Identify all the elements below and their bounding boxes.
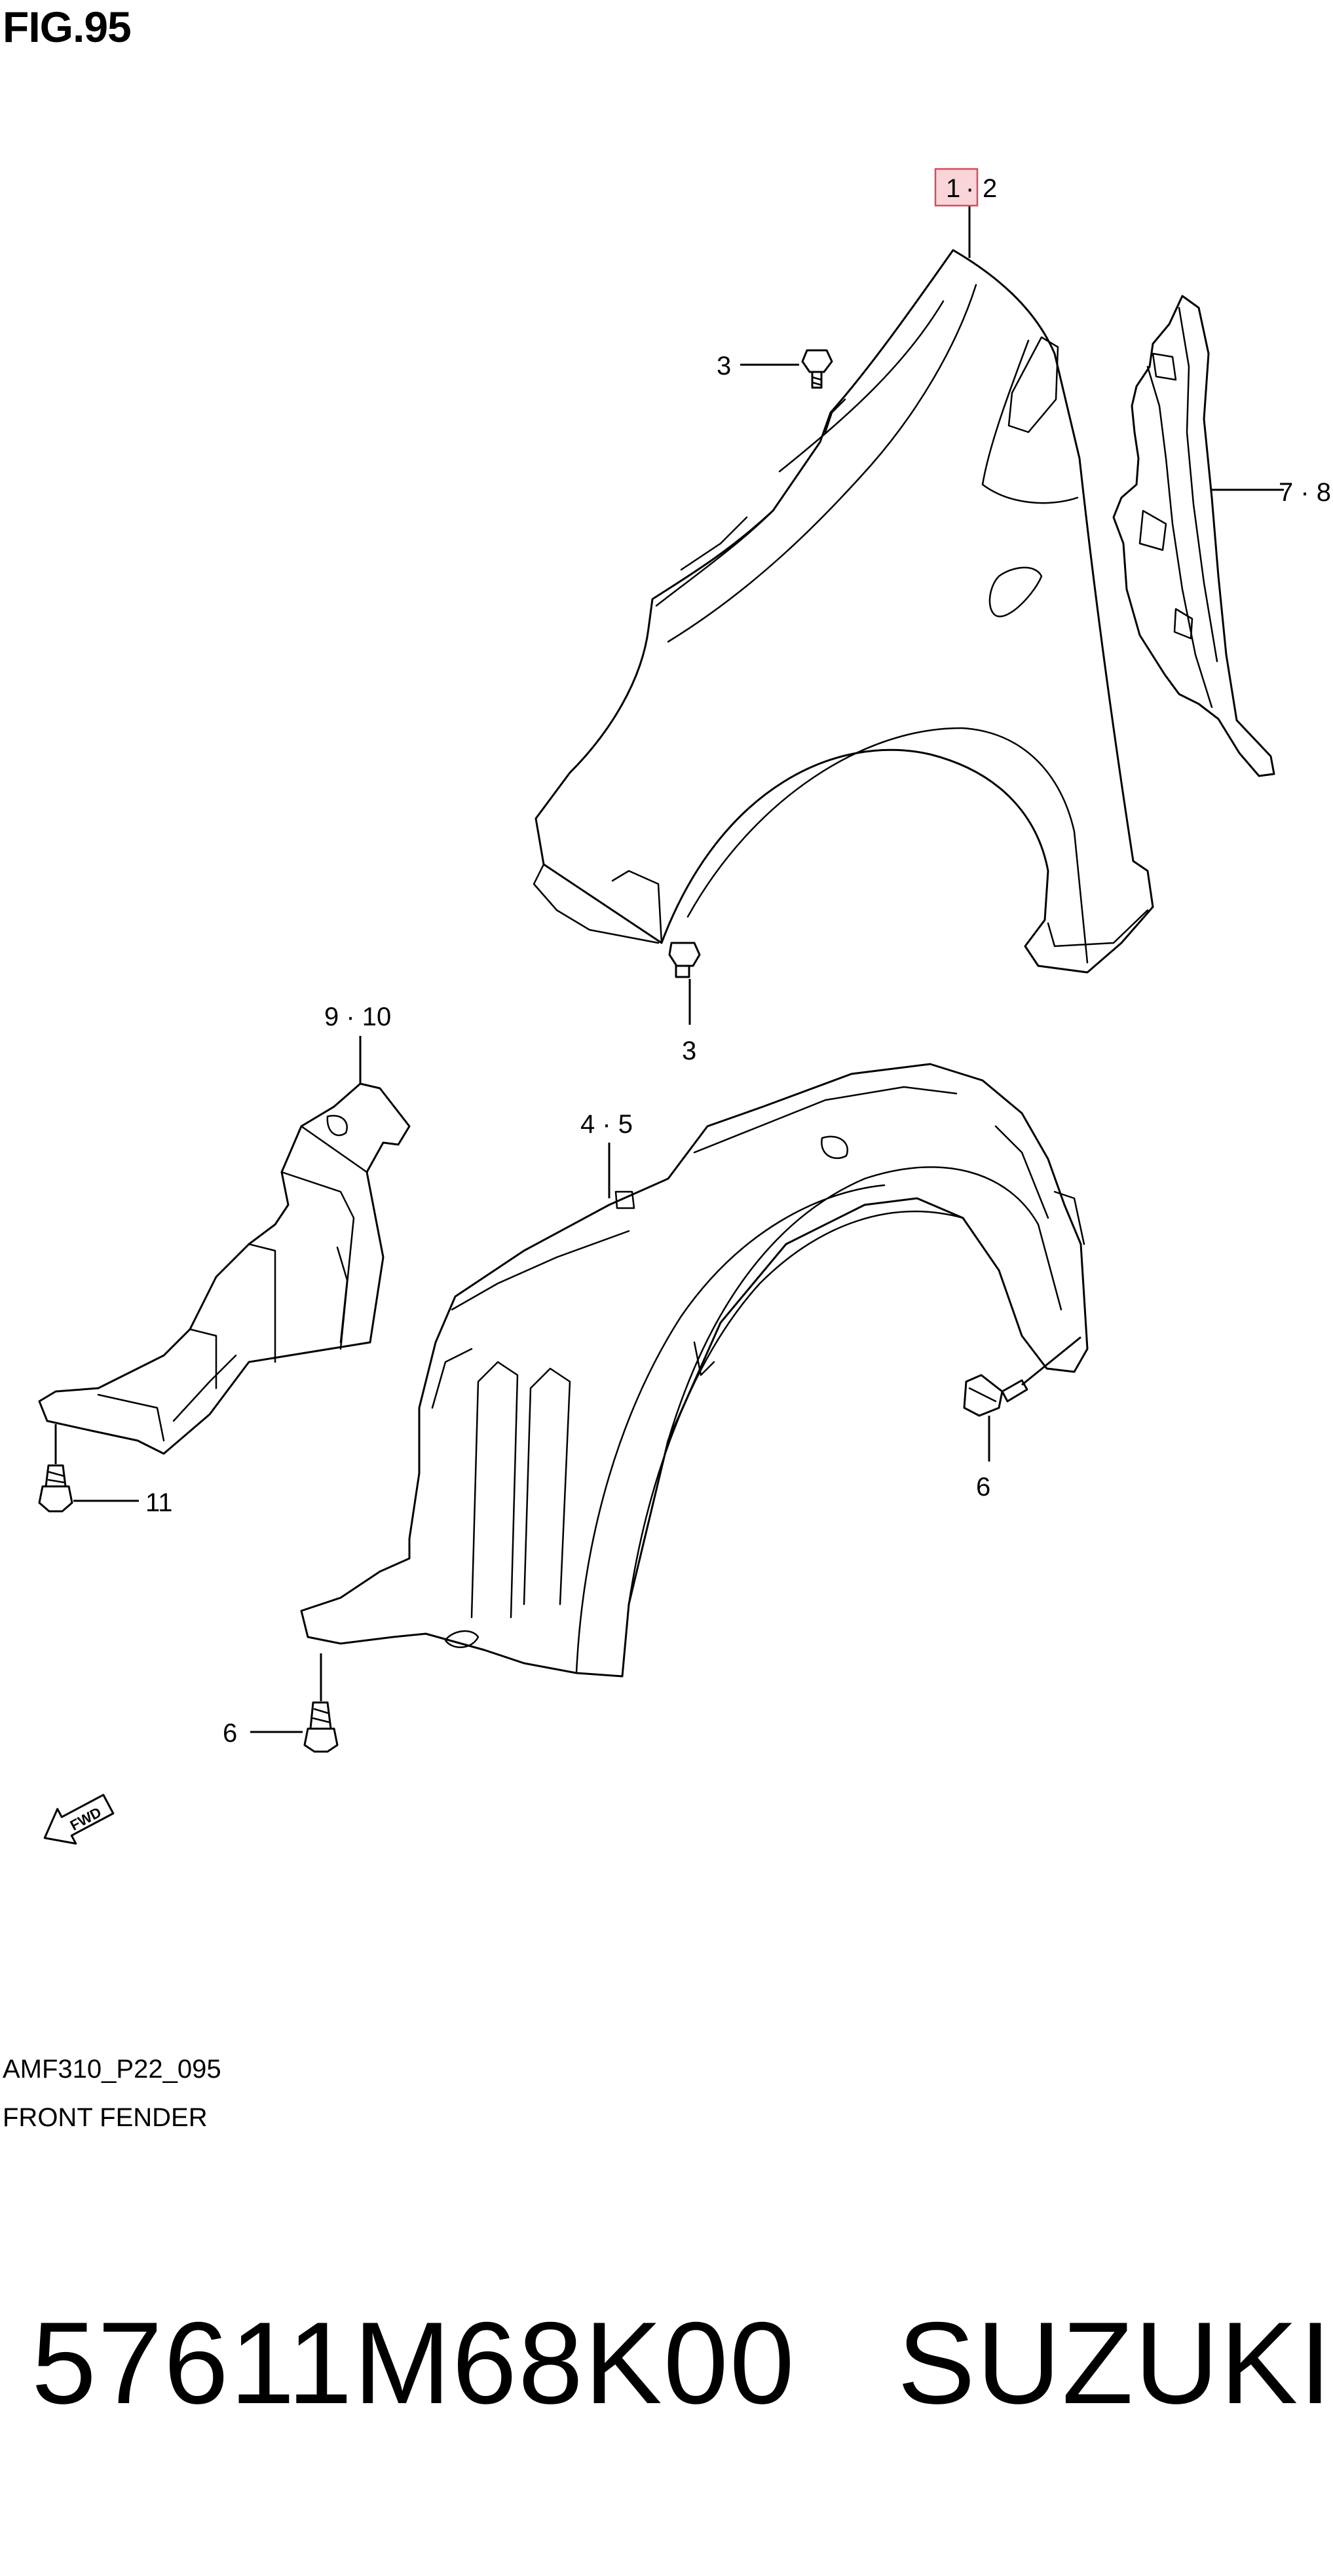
clip-left-part[interactable] xyxy=(303,1701,339,1753)
callout-fender-second[interactable]: 2 xyxy=(983,174,997,203)
front-cover-part[interactable] xyxy=(38,1082,411,1455)
product-part-number: 57611M68K00 xyxy=(31,2298,796,2428)
callout-clip-right[interactable]: 6 xyxy=(976,1473,990,1501)
front-fender-part[interactable] xyxy=(533,249,1154,974)
callout-bracket[interactable]: 7 · 8 xyxy=(1279,478,1331,507)
bolt-top-part[interactable] xyxy=(801,349,833,389)
fender-callout-highlight xyxy=(934,168,979,207)
callout-fender-first[interactable]: 1 xyxy=(946,174,960,203)
drawing-name: FRONT FENDER xyxy=(3,2103,208,2132)
figure-title: FIG.95 xyxy=(3,3,132,51)
clip-right-part[interactable] xyxy=(963,1374,1028,1417)
fender-bracket-part[interactable] xyxy=(1112,295,1275,777)
cover-bolt-part[interactable] xyxy=(38,1464,73,1513)
callout-bolt-bottom[interactable]: 3 xyxy=(682,1037,696,1065)
drawing-code: AMF310_P22_095 xyxy=(3,2055,221,2084)
callout-clip-left[interactable]: 6 xyxy=(223,1719,237,1748)
callout-fender-separator: · xyxy=(966,174,974,203)
bolt-bottom-part[interactable] xyxy=(668,942,701,978)
callout-cover[interactable]: 9 · 10 xyxy=(324,1003,391,1031)
fender-liner-part[interactable] xyxy=(300,1063,1089,1678)
callout-liner[interactable]: 4 · 5 xyxy=(580,1110,633,1139)
product-brand: SUZUKI xyxy=(897,2298,1333,2428)
callout-bolt-top[interactable]: 3 xyxy=(717,352,731,380)
leader-lines xyxy=(54,204,1284,1733)
callout-cover-bolt[interactable]: 11 xyxy=(145,1488,173,1517)
fwd-direction-arrow: FWD xyxy=(43,1794,115,1845)
